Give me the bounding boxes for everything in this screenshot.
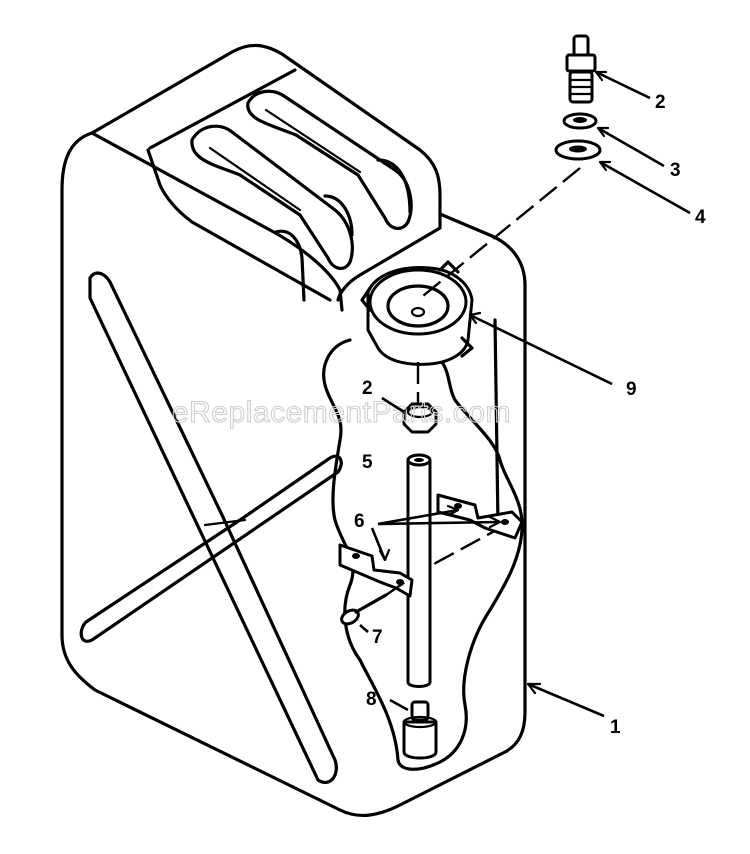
- leader-8: [389, 698, 409, 712]
- bracket-lower-hole-a: [352, 553, 360, 559]
- callout-8: 8: [366, 689, 377, 710]
- handle-left: [190, 124, 354, 270]
- leader-4-arrow: [598, 160, 612, 172]
- fuel-can: [60, 43, 527, 817]
- leader-6-arrowheads: [378, 504, 502, 562]
- cap-center: [410, 306, 426, 318]
- watermark-text: eReplacementParts.com: [172, 396, 511, 429]
- bracket-upper-hole-b: [501, 519, 509, 525]
- rib-diagonal-b: [79, 454, 343, 643]
- can-top-block: [90, 43, 442, 302]
- cap-inner-ring: [386, 284, 450, 328]
- callout-9: 9: [626, 379, 637, 400]
- can-top-ridge-2: [148, 68, 297, 150]
- handle-front-bar: [274, 229, 306, 302]
- callout-5: 5: [362, 452, 373, 473]
- tube-top-hole: [414, 458, 424, 462]
- leader-3: [597, 126, 665, 168]
- bottom-fitting-tip: [410, 700, 430, 722]
- handle-front-bar-3: [376, 158, 412, 214]
- fitting-thread-lines: [569, 78, 593, 96]
- bottom-fitting: [402, 700, 438, 760]
- cap-lug-right: [460, 336, 474, 358]
- screw: [340, 579, 409, 626]
- screw-axis: [385, 579, 409, 596]
- can-right-inner-edge: [493, 318, 500, 527]
- leader-2b: [381, 396, 405, 414]
- leader-1: [527, 682, 605, 718]
- bracket-lower: [338, 543, 414, 598]
- leader-6b: [377, 520, 501, 526]
- can-top-ridge: [146, 148, 332, 302]
- leader-lines: [359, 70, 691, 718]
- leader-7: [359, 624, 369, 633]
- leader-9-arrow: [468, 311, 482, 325]
- handle-left-inner: [208, 146, 302, 212]
- callout-3: 3: [670, 160, 681, 181]
- rib-diagonal-a: [88, 271, 338, 784]
- leader-9: [469, 313, 613, 386]
- can-outline: [60, 131, 527, 817]
- fitting-nipple: [572, 34, 590, 58]
- bottom-fitting-body: [402, 720, 438, 760]
- leader-1-arrow: [526, 682, 542, 695]
- fitting-hex: [565, 53, 597, 73]
- callout-2-top: 2: [655, 92, 666, 113]
- callout-1: 1: [610, 717, 621, 738]
- bracket-upper-hole-a: [454, 503, 462, 509]
- gasket-hole: [569, 145, 587, 153]
- callout-4: 4: [695, 207, 706, 228]
- leader-4: [599, 160, 691, 215]
- washer-small-hole: [573, 117, 587, 123]
- callout-2-lower: 2: [362, 378, 373, 399]
- leader-2a: [595, 70, 651, 100]
- rib-cross: [203, 518, 247, 527]
- handle-right: [246, 89, 413, 230]
- screw-shank: [354, 593, 388, 614]
- nut-face: [406, 405, 434, 419]
- filler-cap: [360, 260, 474, 366]
- pickup-tube: [406, 453, 432, 688]
- handle-right-inner: [264, 108, 362, 174]
- leader-2a-arrow: [594, 70, 608, 82]
- bottom-fitting-rim: [402, 715, 438, 729]
- leader-6a: [377, 508, 459, 526]
- handle-front-bar-2: [323, 194, 354, 237]
- assembly-axis-top: [417, 167, 581, 301]
- cap-lug-left: [360, 286, 372, 312]
- top-fitting-stack: [554, 34, 602, 161]
- callout-6: 6: [354, 511, 365, 532]
- can-front-edge: [90, 131, 344, 312]
- internal-nut: [402, 402, 438, 434]
- cutaway-outline: [322, 338, 524, 771]
- bracket-upper-body: [436, 493, 524, 540]
- callout-labels: 2 3 4 9 2 5 6 7 8 1: [354, 92, 706, 738]
- bracket-lower-body: [338, 543, 414, 598]
- callout-7: 7: [372, 627, 383, 648]
- bracket-upper: [436, 493, 524, 540]
- tube-body: [406, 458, 432, 688]
- leader-3-arrow: [596, 126, 610, 138]
